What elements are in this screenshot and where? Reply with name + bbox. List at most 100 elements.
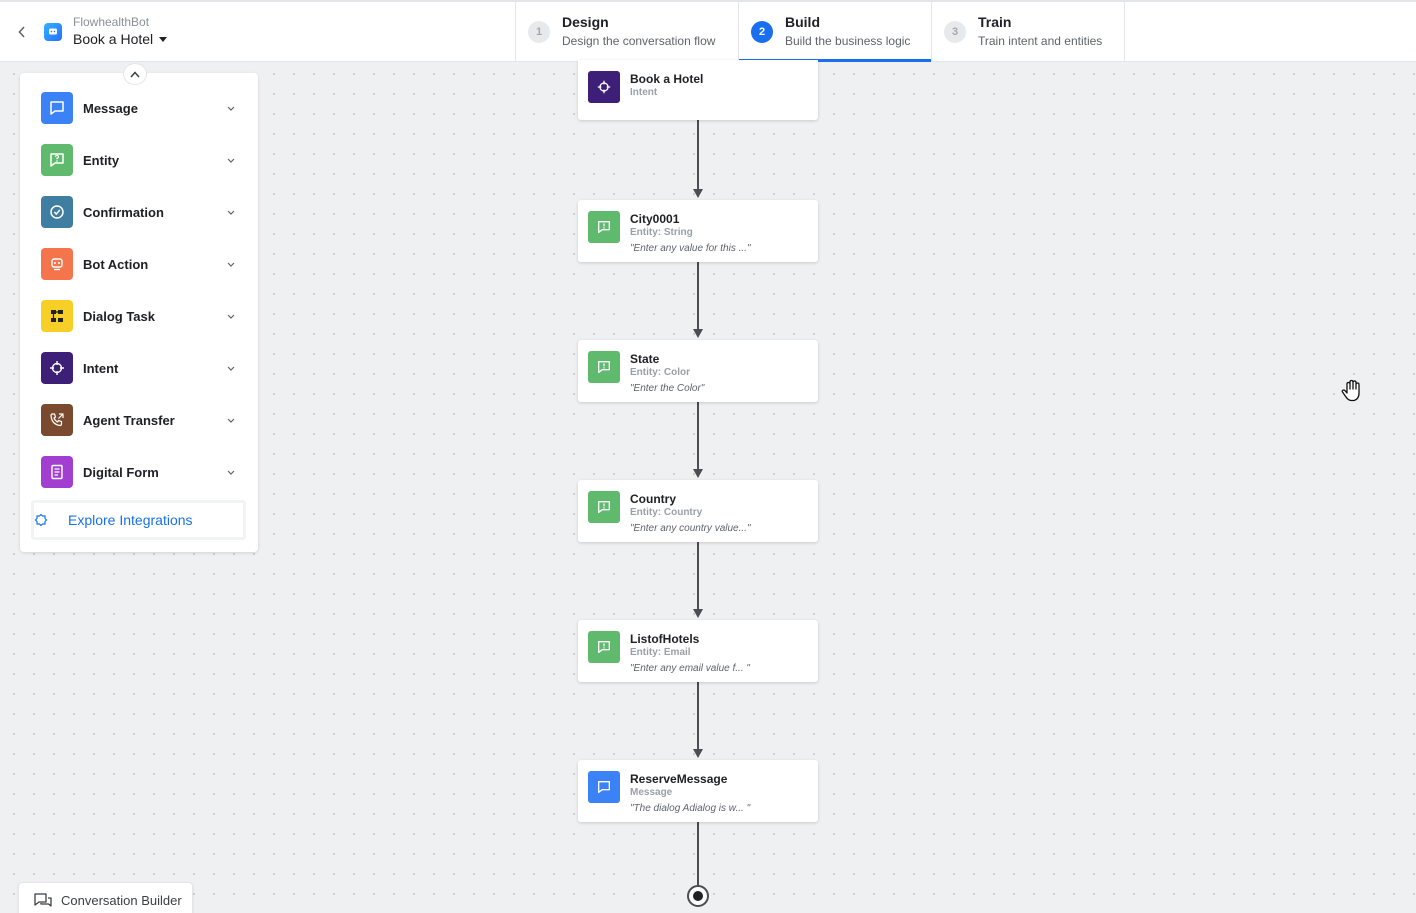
back-button[interactable]	[14, 24, 30, 40]
entity-icon	[588, 351, 620, 383]
palette-item-bot-action[interactable]: Bot Action	[41, 248, 237, 280]
integrations-icon	[34, 513, 48, 527]
step-subtitle: Design the conversation flow	[562, 34, 716, 48]
chevron-down-icon[interactable]	[225, 414, 237, 426]
node-type: Entity: Country	[630, 507, 703, 518]
explore-integrations-label: Explore Integrations	[68, 512, 193, 528]
node-title: Country	[630, 492, 676, 506]
arrow-down-icon	[693, 329, 703, 338]
flow-connector	[697, 402, 699, 470]
collapse-panel-button[interactable]	[123, 63, 147, 85]
explore-integrations-link[interactable]: Explore Integrations	[31, 500, 246, 540]
caret-down-icon	[159, 36, 168, 42]
entity-icon	[588, 491, 620, 523]
flow-connector	[697, 682, 699, 750]
node-title: Book a Hotel	[630, 72, 704, 86]
chevron-left-icon	[18, 25, 25, 38]
dialog-selector[interactable]: Book a Hotel	[73, 30, 168, 48]
hand-cursor-icon	[1338, 376, 1368, 406]
flow-node-message[interactable]: ReserveMessage Message "The dialog Adial…	[578, 760, 818, 822]
chevron-down-icon[interactable]	[225, 206, 237, 218]
step-title: Build	[785, 14, 820, 30]
flow-end-node[interactable]	[687, 885, 709, 907]
node-prompt: "Enter any country value..."	[630, 523, 751, 534]
flow-connector	[697, 262, 699, 330]
arrow-down-icon	[693, 469, 703, 478]
flow-node-entity[interactable]: Country Entity: Country "Enter any count…	[578, 480, 818, 542]
flow-connector	[697, 120, 699, 190]
node-type: Entity: Color	[630, 367, 690, 378]
confirmation-icon	[41, 196, 73, 228]
entity-icon	[588, 631, 620, 663]
flow-node-entity[interactable]: ListofHotels Entity: Email "Enter any em…	[578, 620, 818, 682]
palette-item-label: Bot Action	[83, 256, 149, 272]
chevron-down-icon[interactable]	[225, 466, 237, 478]
step-subtitle: Train intent and entities	[978, 34, 1103, 48]
chevron-down-icon[interactable]	[225, 154, 237, 166]
palette-item-label: Dialog Task	[83, 308, 156, 324]
node-prompt: "Enter any value for this ..."	[630, 243, 751, 254]
entity-icon	[588, 211, 620, 243]
arrow-down-icon	[693, 749, 703, 758]
top-bar: FlowhealthBot Book a Hotel 1 Design Desi…	[0, 0, 1416, 62]
intent-icon	[41, 352, 73, 384]
palette-item-dialog-task[interactable]: Dialog Task	[41, 300, 237, 332]
palette-item-message[interactable]: Message	[41, 92, 237, 124]
step-subtitle: Build the business logic	[785, 34, 911, 48]
palette-item-agent-transfer[interactable]: Agent Transfer	[41, 404, 237, 436]
flow-connector	[697, 542, 699, 610]
flow-node-entity[interactable]: City0001 Entity: String "Enter any value…	[578, 200, 818, 262]
intent-icon	[588, 71, 620, 103]
flow-connector	[697, 822, 699, 886]
node-prompt: "Enter any email value f... "	[630, 663, 750, 674]
conversation-builder-button[interactable]: Conversation Builder	[18, 882, 193, 913]
palette-item-label: Message	[83, 100, 138, 116]
chevron-down-icon[interactable]	[225, 258, 237, 270]
chevron-down-icon[interactable]	[225, 362, 237, 374]
palette-item-label: Digital Form	[83, 464, 159, 480]
arrow-down-icon	[693, 609, 703, 618]
node-prompt: "Enter the Color"	[630, 383, 705, 394]
digital-form-icon	[41, 456, 73, 488]
dialog-task-icon	[41, 300, 73, 332]
step-title: Train	[978, 14, 1012, 30]
flow-node-intent[interactable]: Book a Hotel Intent	[578, 60, 818, 120]
node-title: State	[630, 352, 660, 366]
step-number: 2	[751, 20, 773, 43]
conversation-builder-label: Conversation Builder	[61, 893, 182, 908]
chevron-down-icon[interactable]	[225, 310, 237, 322]
message-icon	[41, 92, 73, 124]
message-icon	[588, 771, 620, 803]
node-title: ReserveMessage	[630, 772, 728, 786]
chevron-down-icon[interactable]	[225, 102, 237, 114]
palette-item-confirmation[interactable]: Confirmation	[41, 196, 237, 228]
dialog-header: FlowhealthBot Book a Hotel	[0, 2, 516, 61]
flow-node-entity[interactable]: State Entity: Color "Enter the Color"	[578, 340, 818, 402]
tab-build[interactable]: 2 Build Build the business logic	[739, 2, 932, 62]
palette-item-label: Intent	[83, 360, 119, 376]
palette-item-label: Confirmation	[83, 204, 164, 220]
step-number: 3	[944, 20, 966, 43]
entity-icon	[41, 144, 73, 176]
bot-action-icon	[41, 248, 73, 280]
node-type: Entity: String	[630, 227, 693, 238]
end-dot	[693, 891, 703, 901]
tab-design[interactable]: 1 Design Design the conversation flow	[516, 2, 739, 61]
arrow-down-icon	[693, 189, 703, 198]
step-number: 1	[528, 20, 550, 43]
chat-bubbles-icon	[34, 893, 52, 907]
node-type: Intent	[630, 87, 658, 98]
node-title: City0001	[630, 212, 680, 226]
node-palette: Message Entity Confirmation Bot Action D…	[20, 63, 258, 552]
palette-item-intent[interactable]: Intent	[41, 352, 237, 384]
palette-item-digital-form[interactable]: Digital Form	[41, 456, 237, 488]
palette-item-entity[interactable]: Entity	[41, 144, 237, 176]
palette-item-label: Entity	[83, 152, 120, 168]
palette-item-label: Agent Transfer	[83, 412, 175, 428]
agent-transfer-icon	[41, 404, 73, 436]
chevron-up-icon	[130, 70, 140, 77]
node-title: ListofHotels	[630, 632, 700, 646]
node-type: Message	[630, 787, 673, 798]
tab-train[interactable]: 3 Train Train intent and entities	[932, 2, 1125, 61]
node-type: Entity: Email	[630, 647, 691, 658]
